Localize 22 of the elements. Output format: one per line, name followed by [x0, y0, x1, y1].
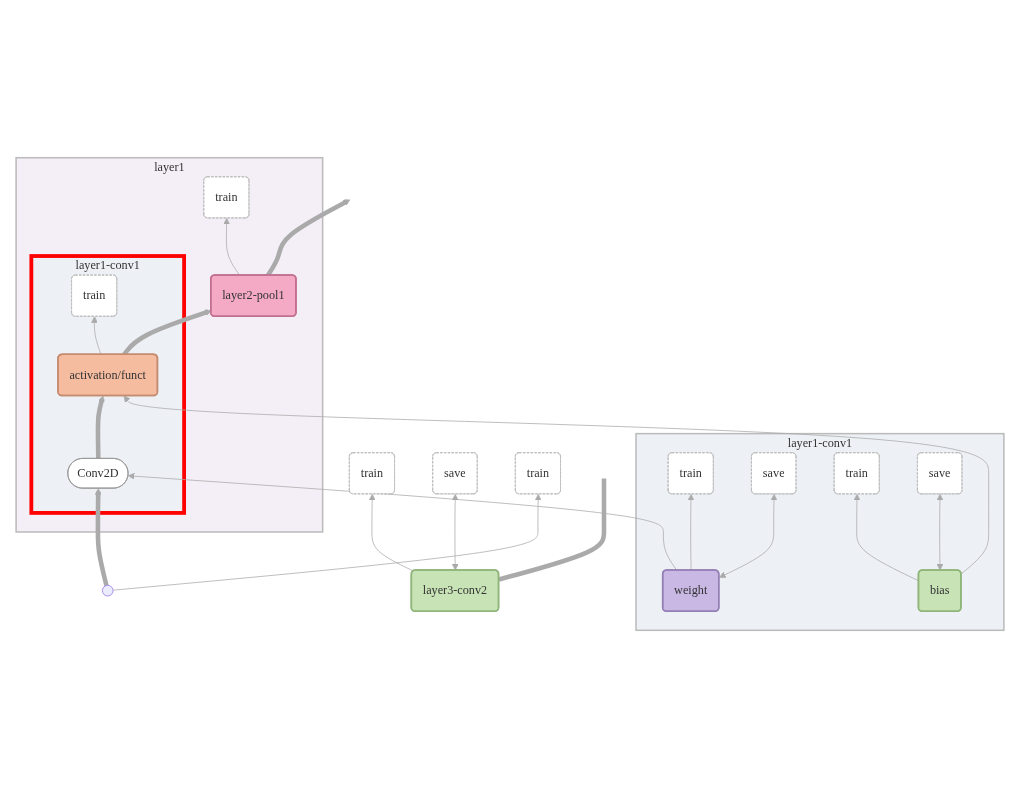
arrow: [451, 493, 459, 571]
layer-node: layer2-pool1: [209, 274, 297, 317]
output-field: train: [202, 176, 249, 219]
output-field: train: [348, 452, 395, 495]
output-field: save: [750, 452, 796, 495]
op-node-ellipse: [101, 584, 113, 597]
output-field: train: [667, 452, 714, 495]
layer-node: layer3-conv2: [410, 569, 499, 612]
output-field: save: [431, 452, 478, 495]
layer-node: activation/funct: [56, 353, 158, 397]
arrow: [94, 488, 109, 587]
output-field: train: [514, 452, 561, 495]
op-node: Conv2D: [66, 458, 128, 489]
layer-node: bias: [917, 569, 962, 612]
output-field: train: [70, 274, 117, 317]
arrow: [718, 493, 777, 578]
arrow: [95, 395, 105, 459]
arrow: [936, 493, 943, 571]
layer-node: weight: [661, 569, 719, 612]
arrow: [265, 199, 350, 277]
output-field: save: [916, 452, 962, 495]
output-field: train: [833, 452, 880, 495]
